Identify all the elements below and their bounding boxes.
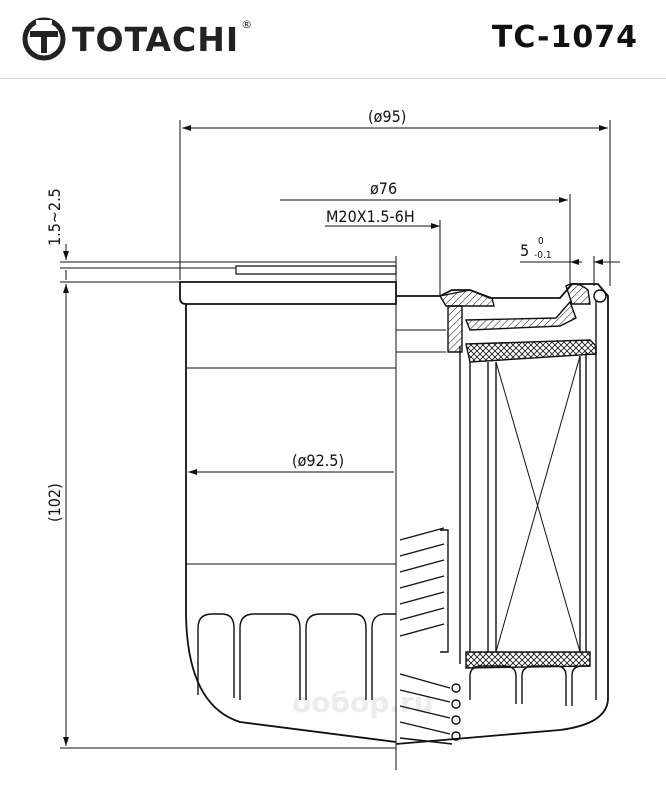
dim-tolerance-lower: -0.1 <box>534 250 552 261</box>
registered-mark: ® <box>241 18 253 31</box>
totachi-emblem-icon <box>22 17 66 61</box>
dim-outer-diameter: (ø95) <box>368 107 406 126</box>
brand-logo: TOTACHI ® <box>22 14 252 64</box>
dim-height: (102) <box>45 483 64 522</box>
dim-tolerance-upper: 0 <box>538 236 544 247</box>
filter-outline <box>179 256 609 770</box>
dim-gasket-diameter: ø76 <box>370 179 397 198</box>
watermark: ообор.ru <box>292 686 434 719</box>
dim-top-gap: 1.5~2.5 <box>45 188 64 246</box>
header-bar: TOTACHI ® TC-1074 <box>0 0 666 79</box>
dim-tolerance-base: 5 <box>520 241 529 260</box>
brand-name: TOTACHI <box>72 19 240 59</box>
dim-thread: M20X1.5-6H <box>326 207 415 226</box>
part-number: TC-1074 <box>491 20 638 55</box>
dimension-lines <box>60 120 620 749</box>
dim-body-diameter: (ø92.5) <box>292 451 344 470</box>
